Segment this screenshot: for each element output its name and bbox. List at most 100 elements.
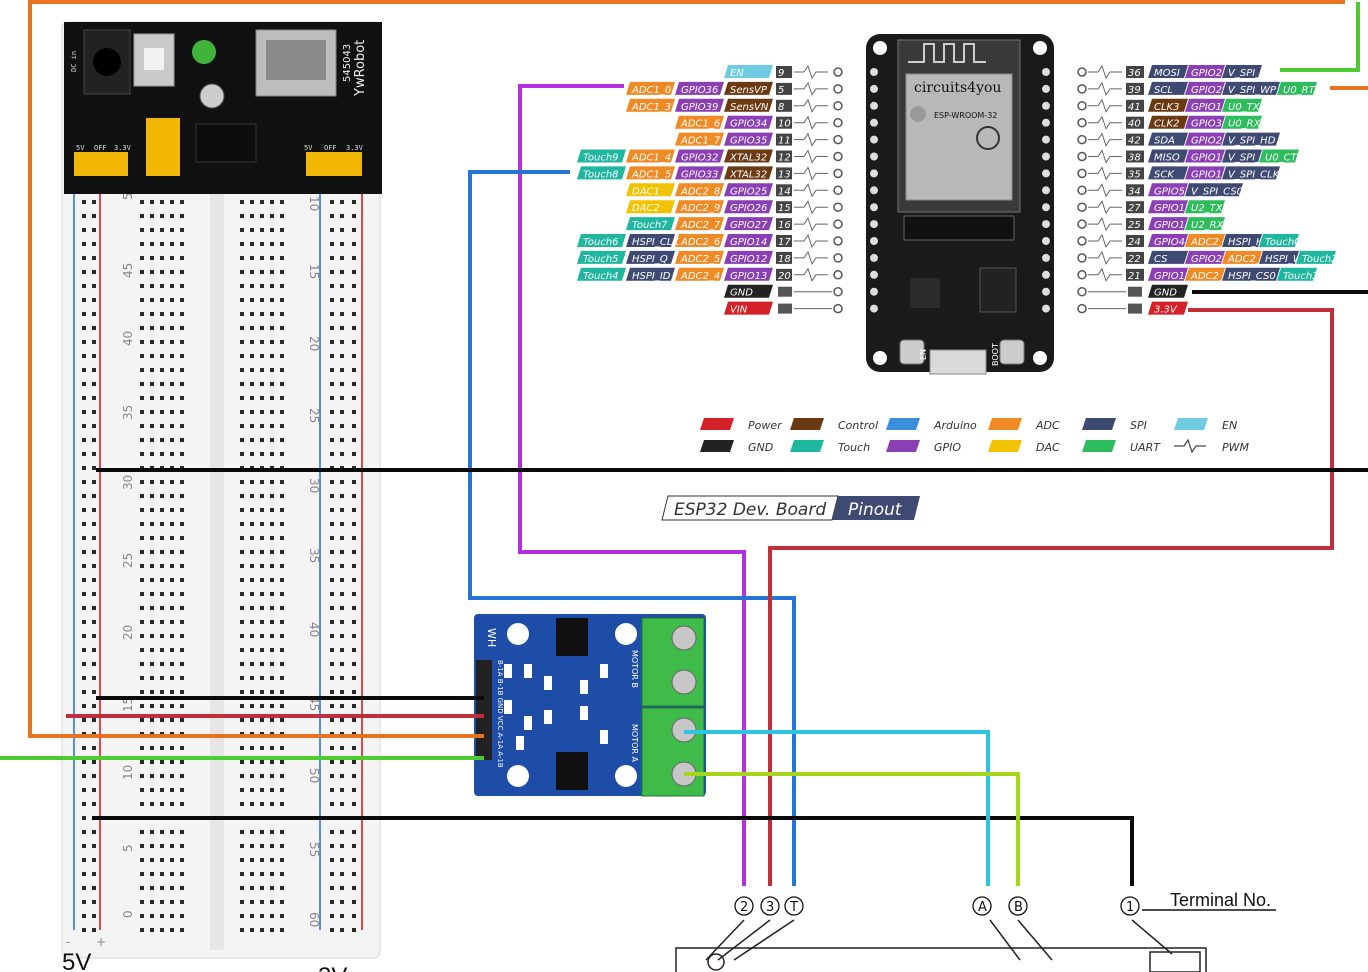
bb-hole bbox=[92, 914, 96, 918]
bb-hole bbox=[250, 606, 254, 610]
bb-hole bbox=[330, 312, 334, 316]
bb-hole bbox=[240, 900, 244, 904]
bb-hole bbox=[92, 270, 96, 274]
bb-hole bbox=[330, 522, 334, 526]
bb-hole bbox=[340, 396, 344, 400]
bb-hole bbox=[160, 858, 164, 862]
esp-hole bbox=[1042, 186, 1050, 195]
esp-hole bbox=[870, 287, 878, 296]
esp-pin-label: MISO bbox=[1154, 153, 1180, 164]
esp-pin-label: U0_CTS bbox=[1265, 153, 1304, 164]
bb-hole bbox=[140, 900, 144, 904]
bb-hole bbox=[92, 340, 96, 344]
bb-hole bbox=[270, 368, 274, 372]
esp-pin-number: 17 bbox=[778, 237, 791, 248]
bb-hole bbox=[82, 480, 86, 484]
bb-hole bbox=[352, 662, 356, 666]
bb-hole bbox=[330, 270, 334, 274]
esp32-pin-holes bbox=[870, 68, 1050, 313]
esp-pin-label: V_SPI_Q bbox=[1228, 153, 1268, 164]
terminal-marker: T bbox=[784, 896, 804, 916]
bb-hole bbox=[260, 760, 264, 764]
bb-hole bbox=[330, 676, 334, 680]
esp-hole bbox=[870, 304, 878, 313]
bb-hole bbox=[250, 550, 254, 554]
bb-hole bbox=[260, 564, 264, 568]
bb-hole bbox=[170, 858, 174, 862]
esp-hole bbox=[1042, 68, 1050, 76]
bb-hole bbox=[240, 872, 244, 876]
bb-hole bbox=[352, 676, 356, 680]
esp-pin-label: Touch0 bbox=[1265, 237, 1301, 248]
bb-hole bbox=[260, 788, 264, 792]
bb-hole bbox=[92, 242, 96, 246]
bb-hole bbox=[82, 214, 86, 218]
legend-swatch bbox=[1082, 418, 1116, 430]
bb-hole bbox=[240, 886, 244, 890]
legend-label: EN bbox=[1222, 419, 1237, 432]
bb-hole bbox=[330, 284, 334, 288]
bb-hole bbox=[160, 368, 164, 372]
bb-hole bbox=[92, 424, 96, 428]
bb-hole bbox=[140, 606, 144, 610]
bb-hole bbox=[140, 326, 144, 330]
bb-hole bbox=[280, 900, 284, 904]
bb-hole bbox=[280, 410, 284, 414]
esp-pin-label: Touch6 bbox=[583, 237, 619, 248]
esp-pin-label: GPIO33 bbox=[681, 169, 718, 180]
pwm-icon bbox=[1088, 149, 1122, 164]
bb-hole bbox=[340, 620, 344, 624]
bb-hole bbox=[150, 676, 154, 680]
bb-hole bbox=[340, 200, 344, 204]
bb-hole bbox=[150, 648, 154, 652]
bb-hole bbox=[180, 774, 184, 778]
bb-hole bbox=[82, 578, 86, 582]
bb-hole bbox=[260, 620, 264, 624]
esp-pin-label: ADC2_6 bbox=[680, 237, 720, 248]
esp-pin-label: Touch5 bbox=[583, 254, 619, 265]
bb-hole bbox=[180, 928, 184, 932]
bb-hole bbox=[170, 634, 174, 638]
wire-blue bbox=[468, 170, 796, 886]
bb-hole bbox=[150, 326, 154, 330]
esp-hole bbox=[870, 203, 878, 212]
bb-hole bbox=[150, 340, 154, 344]
wire-lime bbox=[684, 772, 1020, 886]
bb-hole bbox=[82, 662, 86, 666]
bb-hole bbox=[240, 620, 244, 624]
bb-hole bbox=[82, 886, 86, 890]
bb-hole bbox=[270, 480, 274, 484]
bb-hole bbox=[260, 802, 264, 806]
bb-hole bbox=[340, 270, 344, 274]
bb-num: 25 bbox=[121, 553, 135, 568]
esp32-dev-board: circuits4you ESP-WROOM-32 EN BOOT bbox=[866, 34, 1054, 375]
esp-pin-dot bbox=[1077, 101, 1087, 111]
bb-hole bbox=[352, 914, 356, 918]
esp-pin-label: GPIO25 bbox=[730, 186, 767, 197]
bb-hole bbox=[250, 312, 254, 316]
bb-hole bbox=[180, 480, 184, 484]
esp-pin-label: ADC2_5 bbox=[680, 254, 720, 265]
bb-hole bbox=[180, 382, 184, 386]
bb-hole bbox=[160, 662, 164, 666]
bb-hole bbox=[170, 480, 174, 484]
bb-hole bbox=[280, 508, 284, 512]
bb-hole bbox=[240, 550, 244, 554]
esp-pin-label: GPIO2 bbox=[1191, 254, 1222, 265]
bb-hole bbox=[250, 424, 254, 428]
bb-hole bbox=[330, 872, 334, 876]
bb-hole bbox=[140, 284, 144, 288]
power-supply-module: 5V OFF 3.3V 5V OFF 3.3V DC in YwRobot 54… bbox=[64, 22, 382, 194]
bb-hole bbox=[180, 676, 184, 680]
bb-hole bbox=[270, 452, 274, 456]
esp-pin-dot bbox=[833, 185, 843, 196]
bb-hole bbox=[280, 592, 284, 596]
esp-pin-label: HSPI_ID bbox=[632, 271, 671, 282]
legend-label: UART bbox=[1130, 441, 1161, 454]
bb-hole bbox=[180, 214, 184, 218]
esp-pin-label: ADC2_2 bbox=[1227, 254, 1267, 265]
bb-hole bbox=[270, 718, 274, 722]
esp-hole bbox=[1042, 169, 1050, 178]
bb-hole bbox=[240, 480, 244, 484]
